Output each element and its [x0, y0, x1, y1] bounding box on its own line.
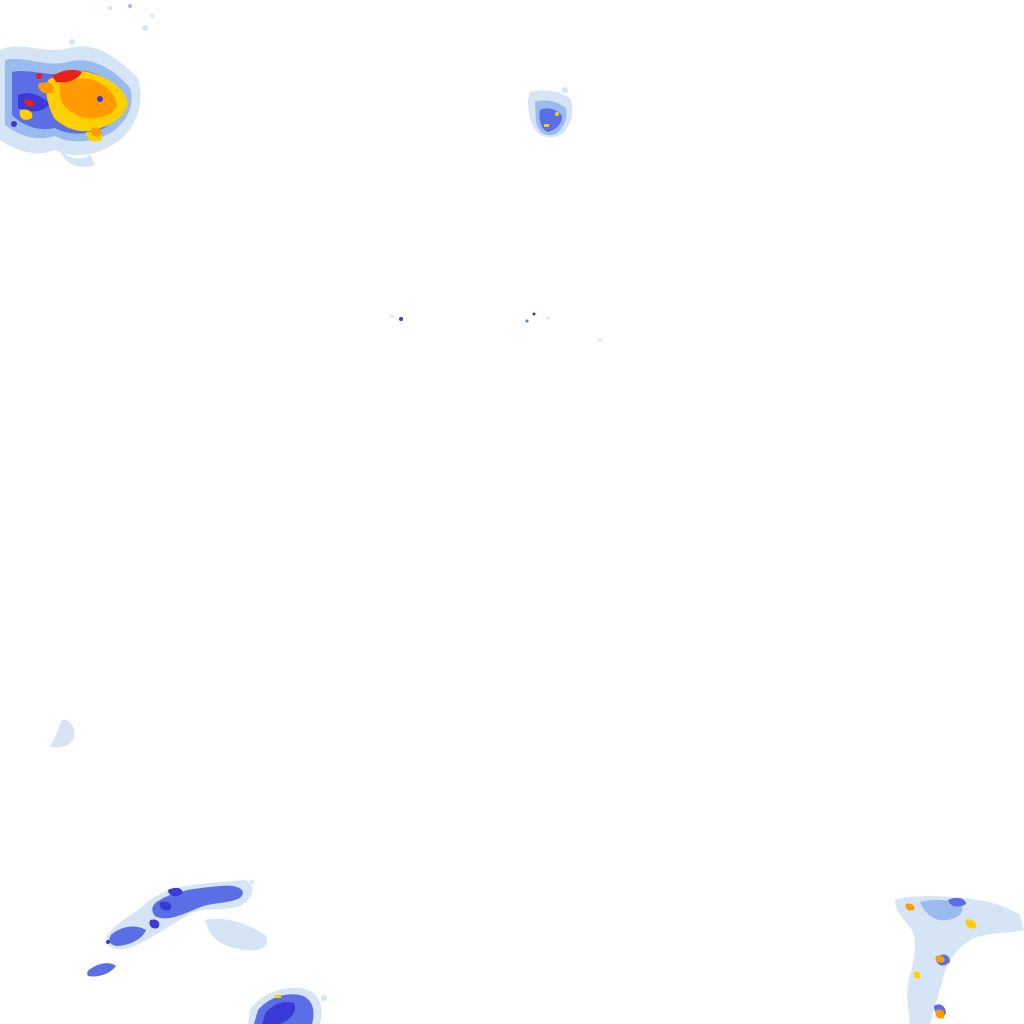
moderate-echo: [525, 319, 529, 323]
intense-echo: [935, 1009, 945, 1019]
southeast-scattered-cells: [895, 896, 1024, 1024]
intense-echo: [60, 78, 117, 119]
moderate-echo: [87, 963, 116, 977]
very-light-echo: [562, 87, 568, 93]
moderate-echo: [109, 926, 146, 946]
heavy-echo: [97, 96, 103, 102]
very-light-echo: [321, 995, 327, 1001]
light-echo: [128, 4, 132, 8]
west-light-patch: [50, 719, 75, 748]
very-light-echo: [69, 39, 75, 45]
intense-echo: [38, 82, 55, 94]
very-light-echo: [546, 316, 550, 320]
south-cell: [248, 987, 327, 1024]
extreme-echo: [35, 73, 43, 79]
intense-echo: [935, 955, 945, 963]
very-light-echo: [150, 14, 154, 18]
heavy-echo: [262, 1002, 296, 1024]
very-light-echo: [598, 338, 602, 342]
extreme-echo: [52, 69, 82, 83]
intense-echo: [91, 127, 102, 137]
southwest-rain-band: [87, 880, 268, 977]
intense-echo: [905, 903, 915, 911]
center-scattered-specks: [390, 312, 602, 342]
very-light-echo: [895, 896, 1024, 1024]
heavy-echo: [11, 121, 17, 127]
very-light-echo: [997, 907, 1003, 913]
extreme-echo: [24, 99, 35, 107]
very-light-echo: [50, 719, 75, 748]
very-heavy-echo: [555, 112, 559, 116]
very-heavy-echo: [544, 124, 549, 127]
very-light-echo: [205, 918, 268, 951]
very-heavy-echo: [913, 971, 921, 979]
very-light-echo: [108, 6, 112, 10]
very-heavy-echo: [965, 919, 977, 929]
heavy-echo: [532, 312, 536, 316]
very-light-echo: [60, 150, 95, 167]
heavy-echo: [159, 901, 172, 911]
very-heavy-echo: [19, 109, 33, 120]
heavy-echo: [399, 317, 403, 321]
heavy-echo: [168, 887, 183, 897]
northwest-storm-cell: [0, 4, 154, 167]
very-light-echo: [142, 25, 148, 31]
very-light-echo: [250, 880, 254, 884]
very-light-echo: [988, 928, 992, 932]
heavy-echo: [18, 93, 50, 112]
very-light-echo: [390, 314, 394, 318]
heavy-echo: [149, 919, 160, 929]
moderate-echo: [948, 897, 966, 907]
very-heavy-echo: [275, 995, 281, 998]
heavy-echo: [106, 940, 110, 944]
north-center-cell: [527, 87, 573, 138]
